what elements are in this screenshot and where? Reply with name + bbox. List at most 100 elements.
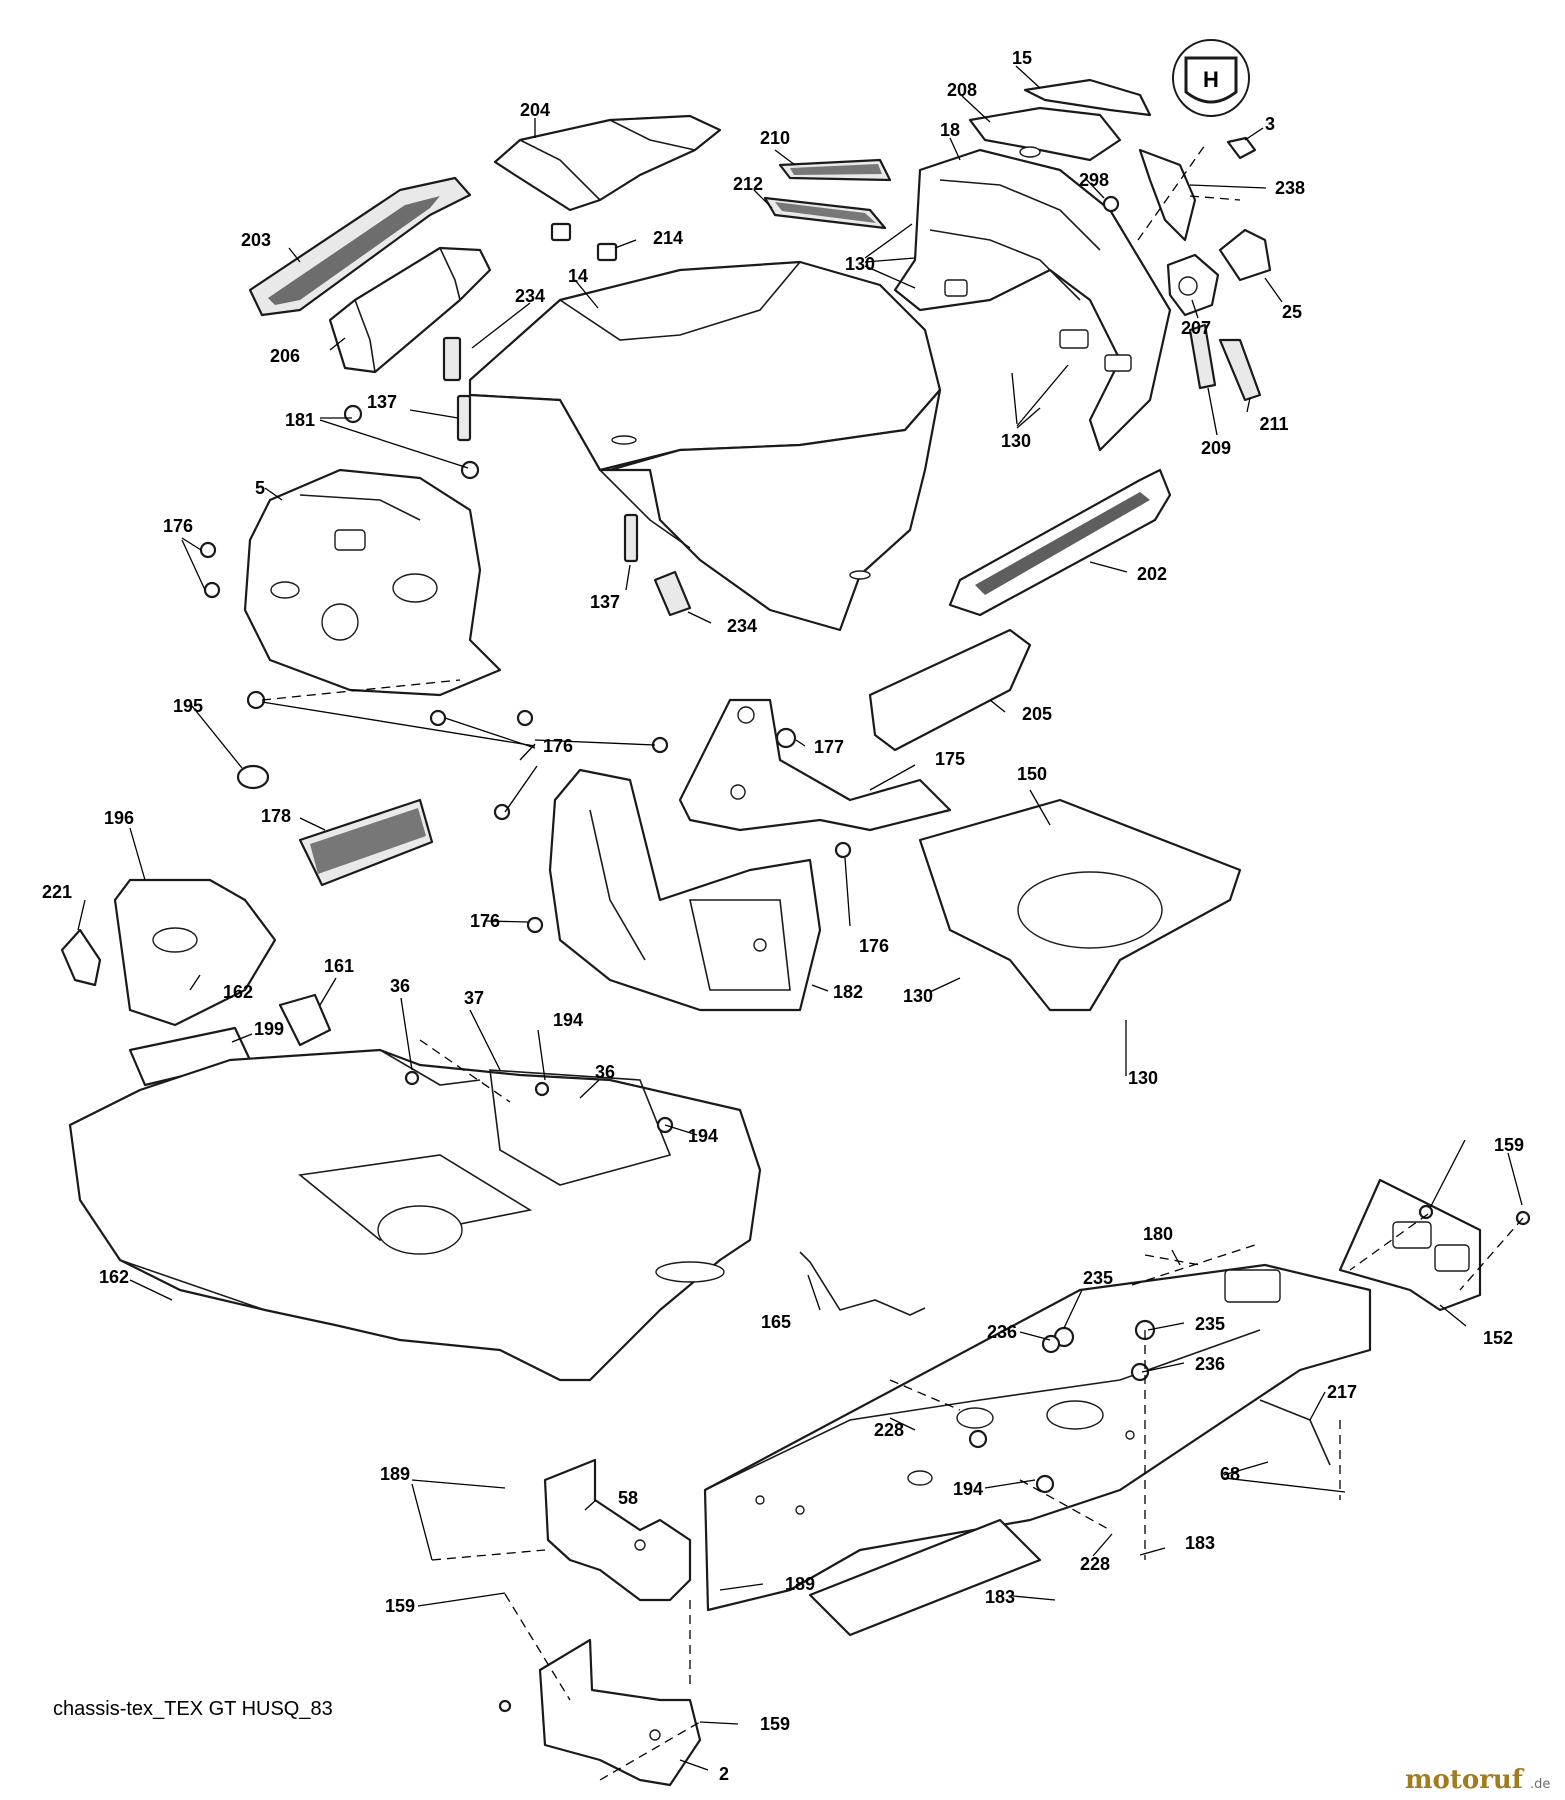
brand-watermark: motoruf .de <box>1405 1765 1550 1795</box>
part-298-nut <box>1102 195 1120 213</box>
callout-150: 150 <box>1017 764 1047 784</box>
callout-202: 202 <box>1137 564 1167 584</box>
part-202-lower-grille <box>948 468 1172 617</box>
callout-130: 130 <box>1128 1068 1158 1088</box>
part-209-side-grille <box>1188 323 1217 390</box>
callout-25: 25 <box>1282 302 1302 322</box>
callout-199: 199 <box>254 1019 284 1039</box>
part-195-plug <box>236 764 270 790</box>
part-5-dash-panel <box>243 468 502 697</box>
callout-207: 207 <box>1181 318 1211 338</box>
callout-228: 228 <box>1080 1554 1110 1574</box>
part-150-fender-pan <box>918 798 1242 1012</box>
part-180-chassis-frame <box>703 1263 1372 1612</box>
callout-176: 176 <box>163 516 193 536</box>
callout-234: 234 <box>515 286 545 306</box>
part-221-trim <box>60 928 102 987</box>
callout-130: 130 <box>903 986 933 1006</box>
callout-205: 205 <box>1022 704 1052 724</box>
part-212-grille-strip <box>763 196 887 230</box>
callout-165: 165 <box>761 1312 791 1332</box>
part-182-front-panel <box>548 768 822 1012</box>
part-214-clips <box>550 222 618 262</box>
part-58-bracket <box>543 1458 692 1602</box>
callout-204: 204 <box>520 100 550 120</box>
callout-178: 178 <box>261 806 291 826</box>
part-165-rod <box>799 1251 926 1316</box>
callout-221: 221 <box>42 882 72 902</box>
callout-159: 159 <box>1494 1135 1524 1155</box>
callout-214: 214 <box>653 228 683 248</box>
brand-name: motoruf <box>1405 1765 1525 1795</box>
callout-217: 217 <box>1327 1382 1357 1402</box>
callout-235: 235 <box>1083 1268 1113 1288</box>
callout-203: 203 <box>241 230 271 250</box>
callout-183: 183 <box>1185 1533 1215 1553</box>
brand-badge-emblem: H <box>1172 39 1250 117</box>
callout-2: 2 <box>719 1764 729 1784</box>
diagram-caption: chassis-tex_TEX GT HUSQ_83 <box>53 1698 333 1720</box>
callout-176: 176 <box>859 936 889 956</box>
callout-177: 177 <box>814 737 844 757</box>
badge-letter: H <box>1203 67 1219 92</box>
callout-228: 228 <box>874 1420 904 1440</box>
part-175-support-bracket <box>678 698 952 832</box>
callout-162: 162 <box>99 1267 129 1287</box>
callout-152: 152 <box>1483 1328 1513 1348</box>
part-25-cover <box>1218 228 1272 282</box>
part-196-seat-plate <box>113 878 277 1027</box>
part-18-rear-hood-panel <box>893 148 1172 452</box>
part-207-headlight <box>1166 253 1220 317</box>
part-206-grille-bracket <box>328 246 492 374</box>
callout-181: 181 <box>285 410 315 430</box>
callout-68: 68 <box>1220 1464 1240 1484</box>
part-208-trim <box>968 106 1122 162</box>
part-137-strip-upper <box>456 394 472 442</box>
callout-189: 189 <box>785 1574 815 1594</box>
callout-137: 137 <box>367 392 397 412</box>
callout-206: 206 <box>270 346 300 366</box>
callout-236: 236 <box>987 1322 1017 1342</box>
callout-58: 58 <box>618 1488 638 1508</box>
part-137-strip-lower <box>623 513 639 563</box>
part-178-vent-plate <box>298 798 434 887</box>
brand-tld: .de <box>1530 1777 1550 1792</box>
assembly-dashed-lines <box>261 144 1524 1781</box>
part-176-bolts <box>199 541 852 934</box>
part-15-headlight-lens <box>1023 78 1152 117</box>
callout-210: 210 <box>760 128 790 148</box>
part-2-bracket <box>538 1638 702 1787</box>
part-14-hood <box>468 260 942 632</box>
callout-194: 194 <box>553 1010 583 1030</box>
part-161-knob-cover <box>278 993 332 1047</box>
callout-194: 194 <box>953 1479 983 1499</box>
callout-14: 14 <box>568 266 588 286</box>
callout-18: 18 <box>940 120 960 140</box>
part-234-pad-lower <box>653 570 692 617</box>
callout-234: 234 <box>727 616 757 636</box>
callout-194: 194 <box>688 1126 718 1146</box>
callout-208: 208 <box>947 80 977 100</box>
part-210-grille-strip <box>778 158 892 182</box>
part-234-pad-upper <box>442 336 462 382</box>
callout-36: 36 <box>390 976 410 996</box>
hardware-group <box>404 1070 1531 1713</box>
callout-37: 37 <box>464 988 484 1008</box>
callout-298: 298 <box>1079 170 1109 190</box>
frame-rail-lower <box>808 1518 1042 1637</box>
fender-deck <box>68 1048 762 1382</box>
part-177-nut <box>775 727 797 749</box>
callout-159: 159 <box>385 1596 415 1616</box>
leader-lines <box>77 65 1523 1771</box>
callout-36: 36 <box>595 1062 615 1082</box>
part-217-rod <box>1259 1399 1331 1466</box>
callout-195: 195 <box>173 696 203 716</box>
callout-3: 3 <box>1265 114 1275 134</box>
callout-161: 161 <box>324 956 354 976</box>
callout-189: 189 <box>380 1464 410 1484</box>
part-3-emblem <box>1226 136 1257 160</box>
callout-211: 211 <box>1259 414 1288 434</box>
